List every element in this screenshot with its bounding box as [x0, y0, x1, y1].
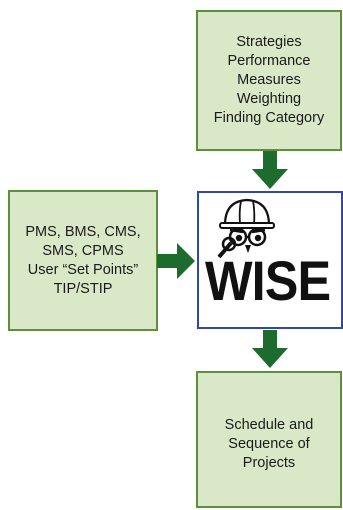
box-line: Weighting — [236, 91, 302, 107]
arrow-right-icon — [157, 243, 195, 279]
arrow-down-icon — [252, 330, 288, 368]
input-box-strategies: Strategies Performance Measures Weightin… — [196, 10, 342, 151]
box-line: Sequence of — [228, 436, 310, 452]
owl-inspector-icon — [217, 198, 275, 259]
arrow-down-icon — [252, 151, 288, 189]
box-line: Performance — [227, 53, 311, 69]
box-line: SMS, CPMS — [42, 242, 124, 259]
box-line: PMS, BMS, CMS, — [25, 223, 141, 240]
wise-logo: WISE — [197, 191, 343, 329]
box-line: User “Set Points” — [27, 261, 139, 278]
box-line: TIP/STIP — [53, 280, 113, 297]
box-line: Schedule and — [224, 417, 314, 433]
box-line: Measures — [237, 72, 301, 88]
box-line: Finding Category — [213, 110, 325, 126]
box-line: Strategies — [236, 34, 302, 50]
output-box-schedule: Schedule and Sequence of Projects — [196, 371, 342, 508]
box-line: Projects — [242, 455, 296, 471]
input-box-management-systems: PMS, BMS, CMS, SMS, CPMS User “Set Point… — [8, 190, 158, 331]
wise-logo-text: WISE — [205, 249, 331, 312]
